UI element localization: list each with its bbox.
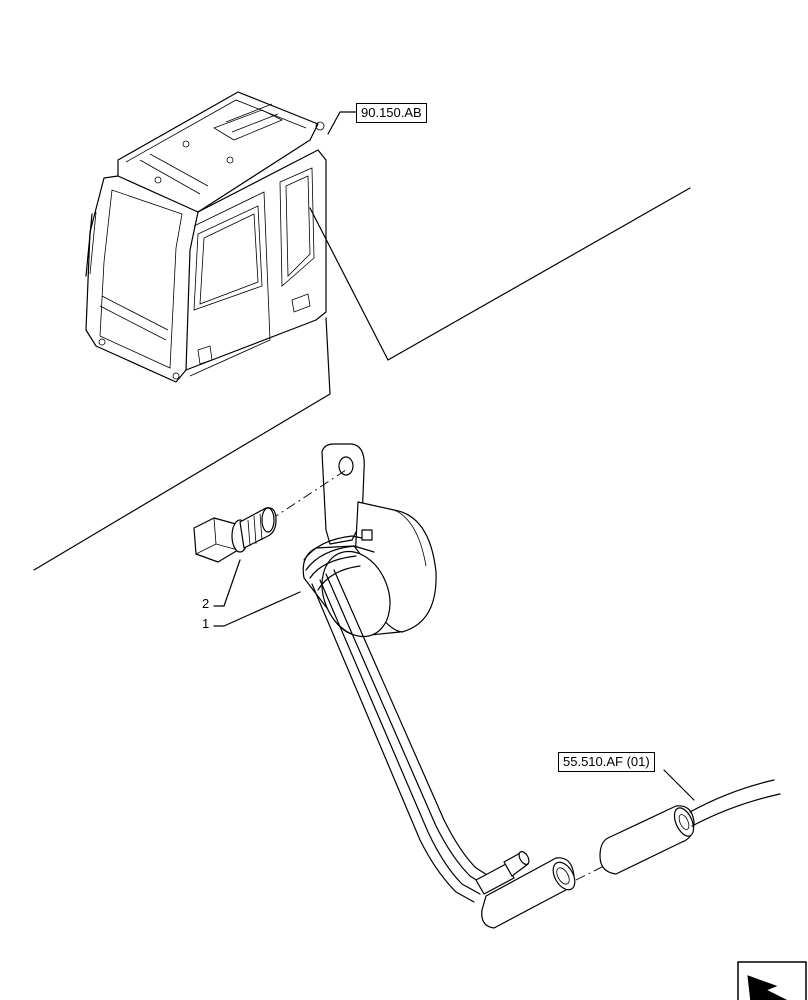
callout-item-1: 1 [202, 616, 210, 631]
bracket-icon [302, 443, 437, 638]
cab-reference-label[interactable]: 90.150.AB [356, 103, 427, 123]
next-page-arrow-icon[interactable] [737, 961, 807, 1000]
callout-item-2: 2 [202, 596, 210, 611]
view-break-line-upper [309, 187, 691, 361]
view-break-line-lower [33, 317, 331, 571]
bolt-icon [193, 507, 277, 563]
alignment-line-bolt [269, 469, 347, 521]
harness-connector [599, 779, 781, 875]
tube-assembly [311, 569, 493, 903]
coupler-fitting [475, 851, 576, 929]
cab-icon [85, 91, 327, 383]
harness-reference-label[interactable]: 55.510.AF (01) [558, 752, 655, 772]
